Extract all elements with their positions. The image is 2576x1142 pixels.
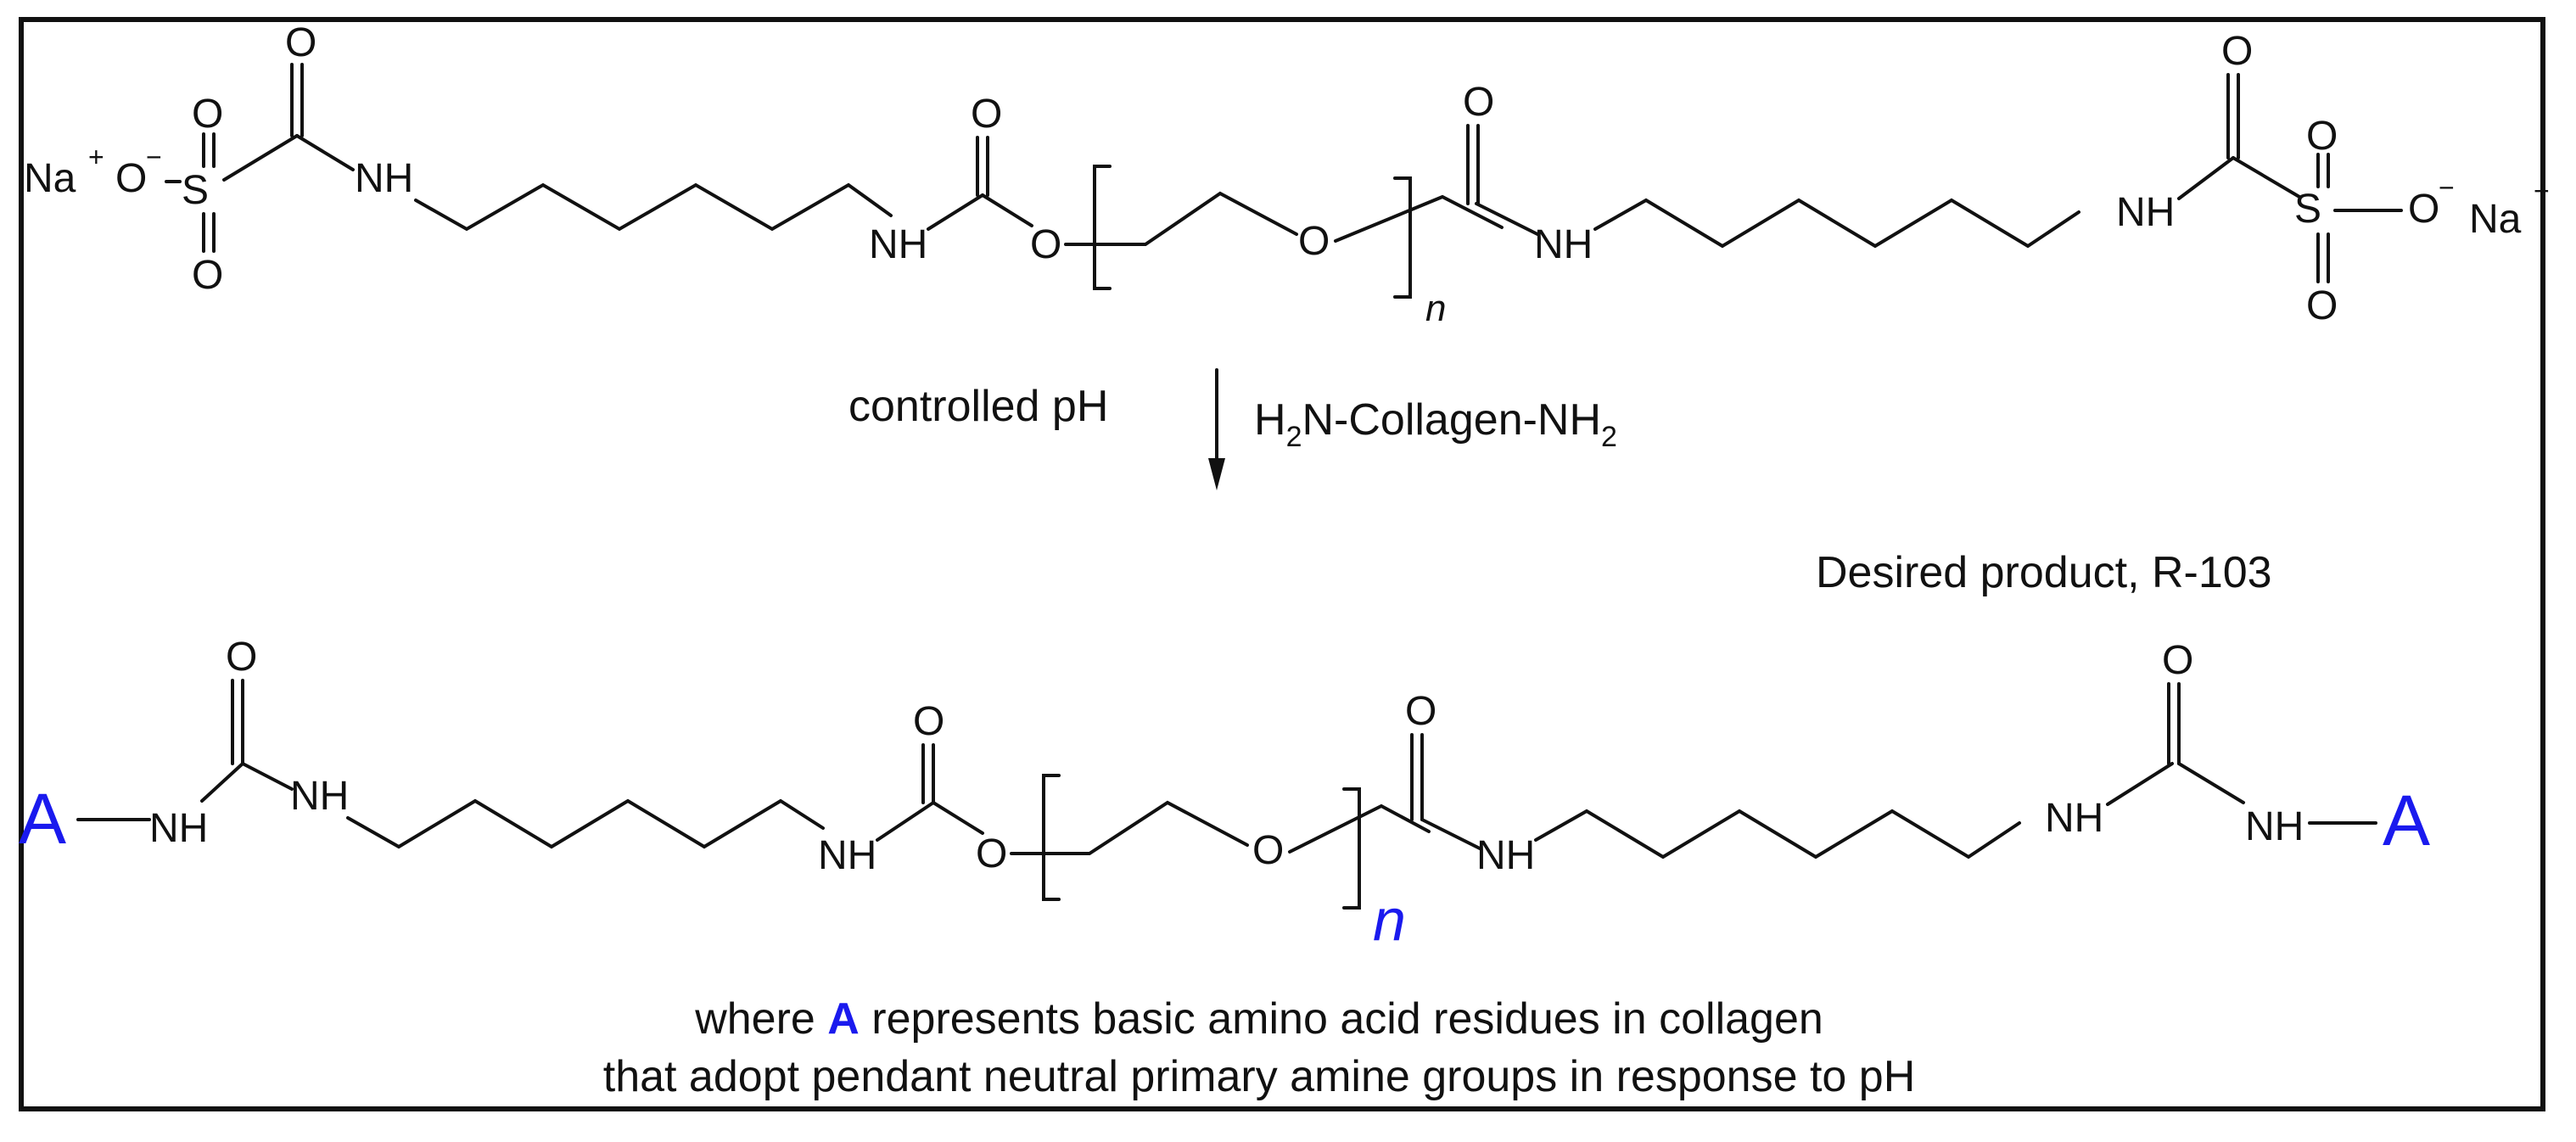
bracket-right	[1393, 176, 1412, 299]
p-carbonyl-o-right: O	[2162, 638, 2193, 683]
double-bond	[1410, 733, 1424, 821]
product-molecule: A NH O NH NH O O O n O NH NH O NH A	[19, 635, 2430, 953]
carbonyl-o-left: O	[285, 20, 316, 65]
bond	[241, 762, 294, 791]
reaction-arrow-group: controlled pH H2N-Collagen-NH2	[848, 368, 1617, 490]
bond	[981, 193, 1033, 227]
bond	[876, 801, 935, 842]
bond	[200, 762, 244, 803]
double-bond	[2316, 232, 2330, 283]
bond	[222, 134, 299, 182]
na-right-charge: +	[2534, 176, 2550, 206]
double-bond	[202, 132, 216, 168]
bond	[295, 134, 355, 171]
double-bond	[2226, 73, 2240, 160]
arrow-head	[1208, 458, 1225, 490]
so-down-right: O	[2306, 283, 2338, 328]
nh-right-2: NH	[2116, 190, 2175, 235]
peg-o: O	[1298, 219, 1330, 264]
carbonyl-o-right: O	[2221, 29, 2253, 74]
p-peg-chain	[1010, 800, 1249, 855]
p-nh-left-2: NH	[818, 833, 876, 878]
p-hexyl-chain-left	[346, 798, 825, 849]
hexyl-chain-right	[1593, 198, 2080, 249]
p-nh-right-0: NH	[2245, 804, 2304, 849]
caption-line-2: that adopt pendant neutral primary amine…	[603, 1052, 1916, 1101]
double-bond	[921, 743, 935, 804]
nh-left-2: NH	[869, 222, 927, 267]
p-bracket-right	[1342, 787, 1361, 910]
caption-line-1: where A represents basic amino acid resi…	[694, 994, 1823, 1044]
p-nh-left-1: NH	[290, 774, 349, 819]
nh-right-1: NH	[1534, 222, 1593, 267]
double-bond	[290, 63, 304, 137]
double-bond	[2167, 682, 2181, 765]
p-nh-left-0: NH	[149, 806, 208, 851]
p-amide-o: O	[1405, 689, 1436, 734]
p-peg-o: O	[1252, 828, 1284, 873]
bracket-left	[1093, 165, 1112, 290]
o-minus-left-charge: −	[146, 142, 162, 172]
bond	[1475, 202, 1539, 236]
bond	[2177, 762, 2245, 804]
scheme-frame	[19, 17, 2545, 1111]
double-bond	[231, 679, 244, 765]
p-nh-right-2: NH	[2045, 796, 2103, 841]
reagent-label: H2N-Collagen-NH2	[1254, 395, 1617, 453]
p-nh-right-1: NH	[1476, 833, 1535, 878]
so-down-left: O	[192, 253, 223, 298]
peg-chain	[1334, 194, 1504, 243]
o-minus-right: O	[2408, 187, 2439, 232]
condition-label: controlled pH	[848, 382, 1108, 431]
so-up-left: O	[192, 92, 223, 137]
carbamate-o: O	[1030, 222, 1061, 267]
p-carbamate-o: O	[976, 831, 1007, 876]
na-left-charge: +	[88, 142, 104, 172]
double-bond	[1466, 124, 1480, 205]
p-carbamate-o-top: O	[913, 699, 944, 744]
repeat-n: n	[1425, 288, 1446, 329]
na-right: Na	[2469, 197, 2522, 242]
amide-o-right: O	[1463, 80, 1494, 125]
p-peg-chain	[1288, 803, 1431, 854]
bond	[2177, 156, 2235, 200]
double-bond	[202, 212, 216, 253]
hexyl-chain-left	[414, 182, 893, 232]
bond	[1420, 818, 1481, 850]
product-label: Desired product, R-103	[1816, 548, 2272, 597]
double-bond	[976, 136, 989, 197]
p-carbonyl-o-left: O	[226, 635, 257, 680]
bond	[927, 193, 984, 231]
so-up-right: O	[2306, 114, 2338, 159]
double-bond	[2316, 153, 2330, 188]
s-right: S	[2294, 187, 2321, 232]
p-repeat-n: n	[1373, 887, 1406, 953]
bond	[2106, 762, 2174, 806]
o-minus-right-charge: −	[2439, 172, 2455, 203]
s-left: S	[182, 168, 209, 213]
end-group-left: A	[19, 779, 66, 859]
carbamate-o-top: O	[971, 92, 1002, 137]
peg-chain	[1064, 191, 1298, 246]
p-hexyl-chain-right	[1534, 809, 2021, 859]
p-bracket-left	[1042, 774, 1061, 901]
bond	[2232, 156, 2301, 199]
o-minus-left: O	[115, 156, 147, 201]
end-group-right: A	[2383, 781, 2430, 860]
na-left: Na	[24, 156, 76, 201]
bond	[932, 801, 984, 835]
nh-left-1: NH	[355, 156, 413, 201]
reactant-molecule: Na + O − S O O O NH NH O O O n O NH NH	[24, 20, 2550, 329]
